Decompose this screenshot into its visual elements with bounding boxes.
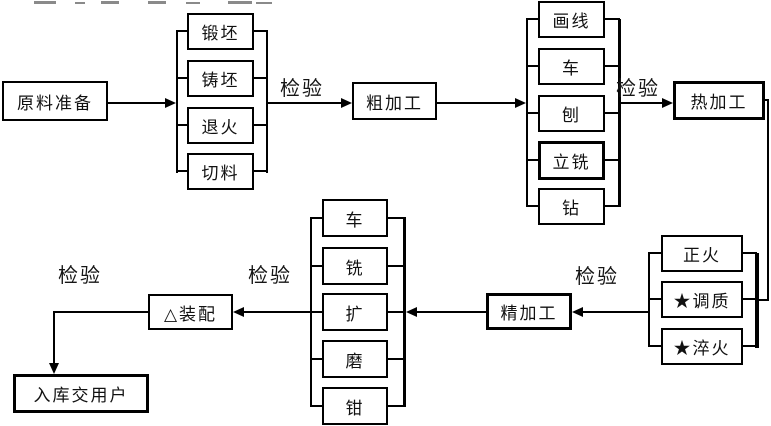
node-assembly: △装配: [148, 294, 233, 330]
node-raw-material-preparation: 原料准备: [2, 81, 108, 121]
stub: [648, 345, 661, 347]
arrowhead: [341, 98, 352, 108]
stub: [310, 358, 322, 360]
inspection-label-2: 检验: [616, 78, 660, 100]
stub: [254, 30, 268, 32]
stub: [176, 124, 187, 126]
arrowhead: [662, 98, 673, 108]
inspection-label-4: 检验: [248, 265, 292, 287]
process-box-normalizing: 正火: [661, 235, 743, 272]
stub: [526, 18, 538, 20]
arrowhead: [233, 307, 244, 317]
process-box-cutting: 切料: [187, 153, 254, 190]
stub: [388, 405, 405, 407]
arrowhead: [49, 363, 59, 374]
stub: [605, 205, 620, 207]
rail-right: [266, 31, 268, 173]
stub: [310, 265, 322, 267]
node-fine-machining: 精加工: [486, 293, 572, 330]
process-box-marking: 画线: [538, 1, 605, 38]
stub: [648, 252, 661, 254]
process-box-milling: 铣: [322, 247, 388, 285]
inspection-label-5: 检验: [58, 265, 102, 287]
stub: [310, 217, 322, 219]
stub: [176, 170, 187, 172]
node-hot-working: 热加工: [673, 81, 765, 120]
stub: [526, 65, 538, 67]
stub: [176, 77, 187, 79]
stub: [310, 311, 322, 313]
process-box-vertical-milling: 立铣: [538, 141, 605, 180]
stub: [254, 170, 268, 172]
arrowhead: [572, 307, 583, 317]
process-box-quench-temper: ★调质: [661, 281, 743, 318]
process-box-turning-finish: 车: [322, 199, 388, 237]
arrowhead: [406, 307, 417, 317]
process-box-cast-blank: 铸坯: [187, 60, 254, 97]
stub: [743, 298, 757, 300]
stub: [526, 159, 538, 161]
process-box-turning: 车: [538, 48, 605, 85]
stub: [605, 112, 620, 114]
node-rough-machining: 粗加工: [352, 82, 437, 120]
process-box-quenching: ★淬火: [661, 328, 743, 365]
process-box-forged-blank: 锻坯: [187, 13, 254, 50]
stub: [254, 124, 268, 126]
rail-left: [176, 31, 178, 173]
inspection-label-3: 检验: [575, 266, 619, 288]
stub: [310, 405, 322, 407]
stub: [605, 159, 620, 161]
process-box-drilling: 钻: [538, 188, 605, 225]
node-delivery-to-user: 入库交用户: [13, 374, 149, 413]
process-box-planing: 刨: [538, 95, 605, 132]
arrowhead: [165, 98, 176, 108]
stub: [648, 298, 661, 300]
stub: [388, 358, 405, 360]
stub: [176, 30, 187, 32]
stub: [605, 18, 620, 20]
process-box-annealing: 退火: [187, 107, 254, 144]
stub: [743, 252, 757, 254]
process-box-benchwork: 钳: [322, 387, 388, 425]
stub: [388, 217, 405, 219]
arrowhead: [515, 98, 526, 108]
inspection-label-1: 检验: [280, 78, 324, 100]
stub: [526, 112, 538, 114]
stub: [526, 205, 538, 207]
stub: [743, 345, 757, 347]
process-box-boring: 扩: [322, 293, 388, 331]
stub: [254, 77, 268, 79]
stub: [388, 311, 405, 313]
process-box-grinding: 磨: [322, 340, 388, 378]
rail-left: [648, 253, 650, 347]
stub: [605, 65, 620, 67]
stub: [388, 265, 405, 267]
